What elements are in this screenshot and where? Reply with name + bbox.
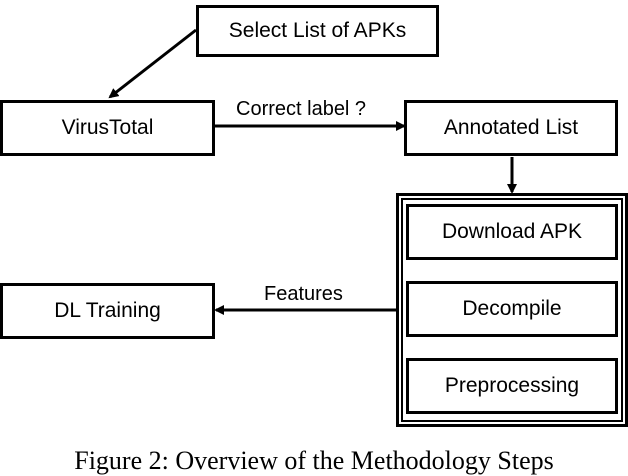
node-dl-training-label: DL Training — [54, 299, 161, 322]
node-select-list-label: Select List of APKs — [228, 19, 407, 42]
node-dl-training: DL Training — [0, 283, 215, 339]
node-virustotal-label: VirusTotal — [61, 116, 154, 139]
node-download-apk-label: Download APK — [441, 220, 583, 243]
diagram-connectors — [108, 28, 517, 315]
node-download-apk: Download APK — [406, 204, 618, 260]
node-annotated-list-label: Annotated List — [443, 116, 579, 139]
edge-label-correct-label: Correct label ? — [236, 98, 367, 120]
edge-label-features: Features — [264, 283, 343, 305]
node-annotated-list: Annotated List — [404, 100, 618, 156]
node-select-list: Select List of APKs — [196, 5, 439, 57]
node-preprocessing: Preprocessing — [406, 358, 618, 414]
node-virustotal: VirusTotal — [0, 100, 215, 156]
arrow-select-to-virustotal — [108, 28, 197, 99]
node-preprocessing-label: Preprocessing — [444, 374, 580, 397]
node-decompile-label: Decompile — [462, 297, 562, 320]
figure-caption: Figure 2: Overview of the Methodology St… — [74, 446, 554, 475]
node-decompile: Decompile — [406, 281, 618, 337]
